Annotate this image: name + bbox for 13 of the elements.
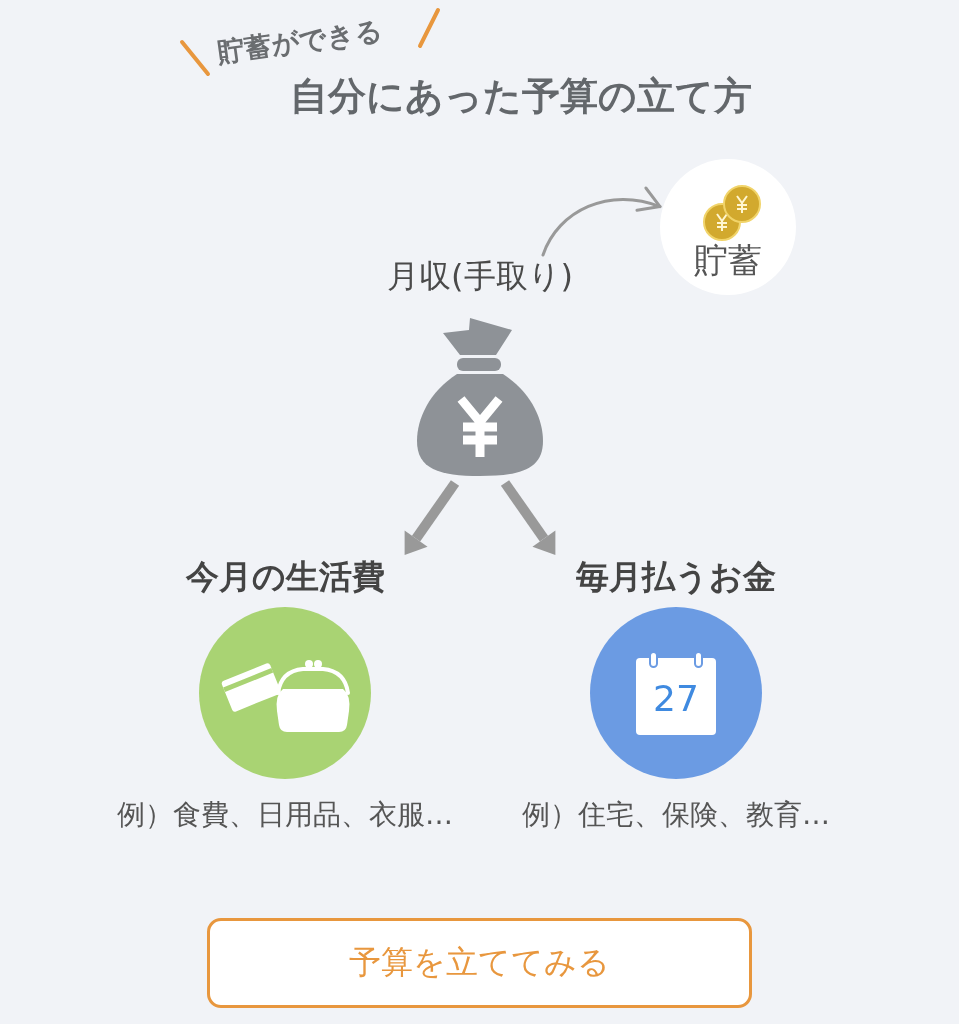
category-heading: 今月の生活費 <box>184 556 386 598</box>
category-heading: 毎月払うお金 <box>575 556 777 598</box>
node-label: 貯蓄 <box>693 239 763 281</box>
curved-arrow <box>541 187 662 257</box>
date-number: 27 <box>653 679 699 719</box>
arrow <box>500 480 556 555</box>
arrow <box>404 480 460 555</box>
example-text: 例）食費、日用品、衣服… <box>116 797 454 833</box>
income-label: 月収(手取り) <box>386 256 574 297</box>
title: 自分にあった予算の立て方 <box>290 73 752 120</box>
subtitle: 貯蓄ができる <box>215 13 385 70</box>
budget-button: 予算を立ててみる <box>207 918 752 1008</box>
example-text: 例）住宅、保険、教育… <box>521 797 831 833</box>
